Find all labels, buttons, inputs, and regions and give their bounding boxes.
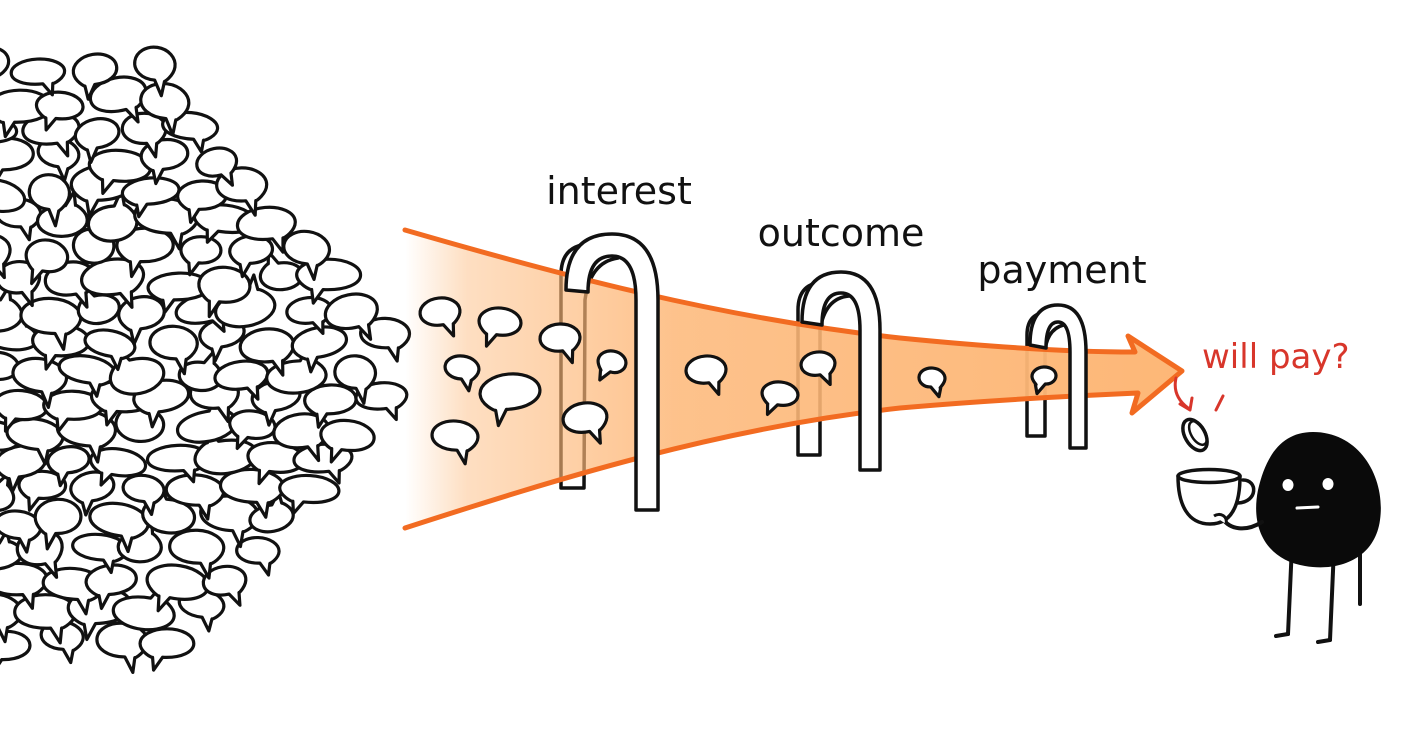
speech-bubble-icon — [148, 324, 199, 376]
gate-payment-arch — [1028, 303, 1088, 450]
speech-bubble-icon — [323, 292, 379, 341]
speech-bubble-icon — [71, 52, 119, 101]
speech-bubble-icon — [443, 354, 481, 393]
gate-front-arches — [564, 232, 1088, 512]
speech-bubble-icon — [477, 306, 523, 348]
speech-bubble-icon — [596, 349, 628, 382]
speech-bubble-icon — [46, 445, 91, 488]
speech-bubble-icon — [168, 528, 226, 580]
speech-bubble-icon — [33, 497, 83, 551]
speech-bubble-icon — [760, 380, 800, 417]
speech-bubble-icon — [197, 265, 252, 319]
speech-bubble-icon — [0, 177, 27, 223]
speech-bubble-icon — [684, 354, 728, 396]
speech-bubble-icon — [0, 471, 16, 513]
funnel-arrow — [402, 227, 1185, 531]
speech-bubble-icon — [89, 447, 148, 487]
speech-bubble-icon — [799, 350, 837, 387]
speech-bubble-crowd — [0, 45, 412, 675]
speech-bubble-icon — [133, 45, 177, 98]
speech-bubble-icon — [0, 629, 32, 675]
speech-bubble-icon — [333, 354, 378, 405]
customer-character — [1220, 432, 1381, 644]
character-body — [1256, 432, 1381, 568]
gate-interest-label: interest — [546, 169, 692, 213]
speech-bubble-icon — [73, 117, 121, 164]
speech-bubble-icon — [478, 372, 542, 428]
character-right-eye — [1322, 478, 1334, 490]
speech-bubble-flow — [418, 296, 1058, 466]
speech-bubble-icon — [430, 419, 480, 466]
callout-pointer-arrowhead — [1178, 396, 1194, 412]
speech-bubble-icon — [84, 563, 138, 610]
speech-bubble-icon — [561, 401, 609, 445]
will-pay-callout: will pay? — [1202, 337, 1350, 377]
speech-bubble-icon — [917, 366, 947, 399]
speech-bubble-icon — [27, 173, 72, 228]
coin-icon — [1181, 417, 1209, 453]
speech-bubble-icon — [0, 114, 19, 154]
speech-bubble-icon — [0, 136, 35, 186]
speech-bubble-icon — [179, 235, 223, 277]
gate-payment-label: payment — [977, 248, 1146, 292]
speech-bubble-icon — [138, 627, 196, 672]
speech-bubble-icon — [11, 356, 68, 410]
speech-bubble-icon — [228, 234, 275, 279]
speech-bubble-icon — [235, 535, 281, 577]
speech-bubble-icon — [290, 325, 348, 374]
gate-interest-arch — [564, 232, 660, 512]
speech-bubble-icon — [201, 564, 248, 607]
character-left-foot — [1274, 632, 1290, 638]
speech-bubble-icon — [278, 473, 341, 516]
speech-bubble-icon — [1030, 365, 1058, 396]
character-left-eye — [1282, 479, 1294, 491]
speech-bubble-icon — [282, 229, 331, 281]
speech-bubble-icon — [195, 146, 239, 187]
speech-bubble-icon — [418, 296, 462, 338]
character-right-foot — [1316, 638, 1332, 644]
speech-bubble-icon — [0, 45, 11, 98]
speech-bubble-icon — [24, 238, 70, 286]
coffee-cup-icon — [1176, 467, 1256, 526]
speech-bubble-icon — [9, 57, 67, 97]
gate-outcome-arch — [800, 270, 882, 472]
speech-bubble-icon — [538, 322, 582, 365]
speech-bubble-icon — [319, 418, 376, 464]
gate-outcome-label: outcome — [758, 211, 925, 255]
speech-bubble-icon — [83, 328, 137, 372]
callout-tick-mark — [1214, 394, 1225, 412]
character-mouth — [1295, 505, 1320, 510]
speech-bubble-icon — [0, 233, 12, 280]
speech-bubble-icon — [265, 344, 328, 395]
